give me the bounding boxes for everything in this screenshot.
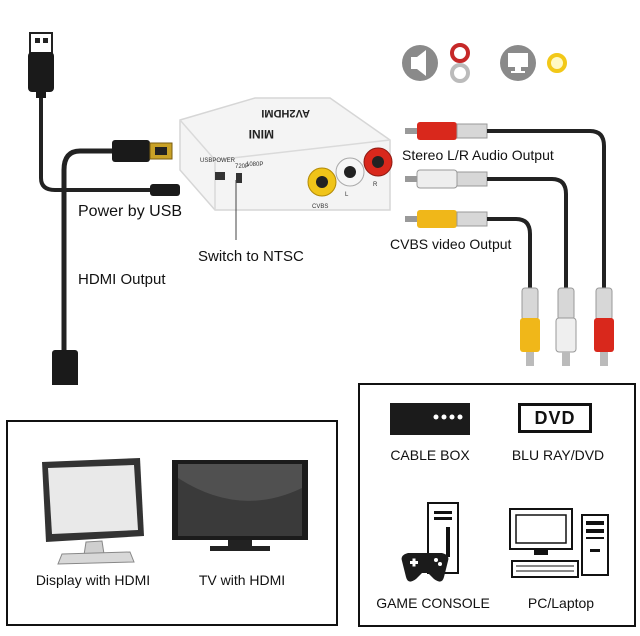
video-jack-icon: [547, 53, 567, 73]
cable-box-label: CABLE BOX: [390, 447, 470, 463]
audio-jack-icon: [450, 43, 470, 83]
switch-1080-label: 1080P: [246, 162, 263, 168]
device-model: AV2HDMI: [261, 107, 310, 119]
rca-white-plug-vertical: [555, 287, 577, 366]
monitor-icon: [500, 45, 536, 81]
port-r-label: R: [373, 182, 378, 188]
stereo-audio-label: Stereo L/R Audio Output: [402, 147, 554, 163]
device-brand: MINI: [249, 127, 274, 141]
hdmi-plug-bottom-icon: [52, 350, 78, 385]
game-console-icon: [401, 502, 459, 582]
dvd-logo-text: DVD: [534, 407, 576, 428]
switch-720-label: 720P: [235, 164, 249, 170]
switch-to-ntsc-label: Switch to NTSC: [198, 248, 304, 265]
power-by-usb-label: Power by USB: [78, 203, 183, 220]
usb-plug-icon: [28, 32, 54, 98]
cable-box-icon: [390, 403, 470, 435]
converter-device: MINI AV2HDMI USBPOWER 720P 1080P CVBS L …: [179, 97, 393, 211]
connection-diagram: MINI AV2HDMI USBPOWER 720P 1080P CVBS L …: [28, 32, 614, 385]
pc-laptop-label: PC/Laptop: [527, 595, 595, 611]
rca-red-plug: [405, 122, 488, 140]
port-usb-label: USBPOWER: [200, 158, 236, 164]
display-monitor-icon: [42, 458, 144, 565]
hdmi-output-label: HDMI Output: [78, 271, 166, 288]
pc-icon: [509, 508, 609, 578]
rca-white-plug: [405, 169, 488, 189]
port-cvbs-label: CVBS: [312, 204, 328, 210]
cvbs-video-label: CVBS video Output: [390, 236, 512, 252]
rca-red-plug-vertical: [594, 287, 614, 366]
tv-hdmi-label: TV with HDMI: [198, 572, 286, 588]
speaker-icon: [402, 45, 438, 81]
display-hdmi-label: Display with HDMI: [35, 572, 151, 588]
bluray-dvd-label: BLU RAY/DVD: [511, 447, 605, 463]
sources-panel: CABLE BOX DVD BLU RAY/DVD GAME CONSOLE P…: [358, 383, 636, 627]
hdmi-plug-icon: [112, 140, 173, 162]
tv-icon: [172, 460, 308, 551]
rca-yellow-plug: [405, 210, 488, 228]
dvd-logo-icon: DVD: [518, 403, 592, 433]
port-l-label: L: [345, 192, 349, 198]
game-console-label: GAME CONSOLE: [376, 595, 490, 611]
rca-yellow-plug-vertical: [520, 287, 540, 366]
displays-panel: Display with HDMI TV with HDMI: [6, 420, 338, 626]
